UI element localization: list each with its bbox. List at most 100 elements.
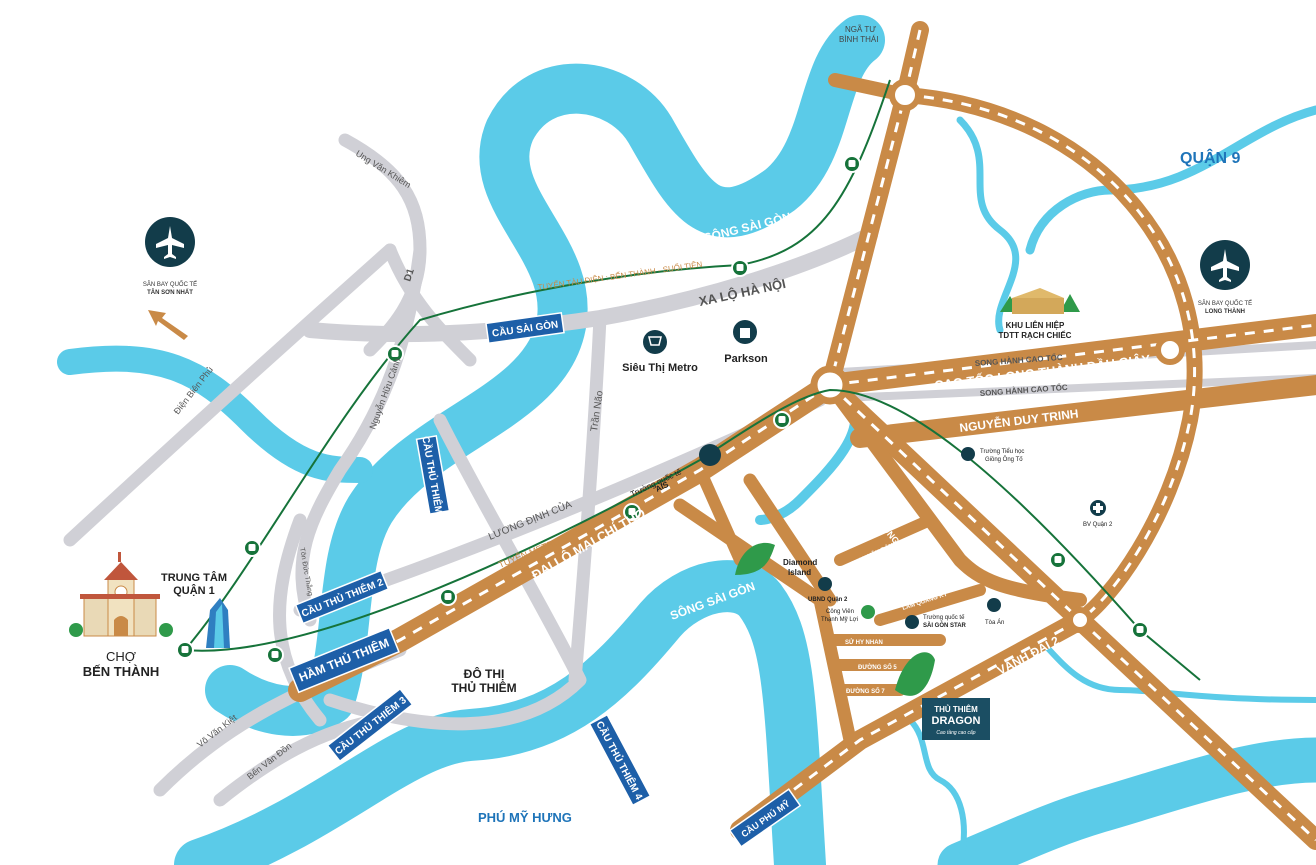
label-cho: CHỢ [106, 649, 136, 664]
label-trung-tam-1: TRUNG TÂM [161, 571, 227, 584]
roundabout-east [1155, 335, 1185, 365]
label-quan-9: QUẬN 9 [1180, 148, 1241, 167]
label-ubnd: UBND Quận 2 [808, 597, 848, 603]
ubnd-icon [818, 577, 832, 591]
airport-label-2: LONG THÀNH [1205, 308, 1245, 315]
sports-complex-icon [1000, 288, 1080, 314]
phan-van-dang-road [834, 514, 936, 566]
metro-line-2 [184, 388, 1201, 681]
label-parkson: Parkson [724, 353, 768, 365]
cross-icon [1093, 503, 1103, 513]
train-glyph [848, 160, 856, 167]
truong-van-bang-road [743, 473, 837, 607]
road-dashes [299, 29, 1316, 842]
train-glyph [181, 646, 189, 653]
saigon-river [174, 560, 826, 865]
dien-bien-phu-road [63, 243, 397, 547]
nguyen-huu-canh-road [295, 243, 427, 627]
saigon-star-icon [905, 615, 919, 629]
label-tieu-hoc-2: Giồng Ông Tố [985, 456, 1023, 463]
ben-thanh-market-icon [69, 552, 173, 637]
metro-supermarket-icon [643, 330, 667, 354]
label-tran-nao: Trần Não [588, 389, 606, 432]
airport-label-1: SÂN BAY QUỐC TẾ [143, 281, 197, 288]
primary-school-icon [961, 447, 975, 461]
green-areas [735, 542, 935, 696]
label-duong-so-7: ĐƯỜNG SỐ 7 [846, 687, 885, 695]
train-glyph [1054, 556, 1062, 563]
pois: Siêu Thị Metro Parkson Trường quốc tế AI… [622, 288, 1113, 629]
diamond-island-leaf [735, 542, 775, 575]
badge-cau-sai-gon: CẦU SÀI GÒN [485, 311, 565, 345]
label-diamond-2: Island [788, 568, 811, 577]
district-1-tower-icon [206, 598, 230, 648]
airplane-icon [156, 226, 184, 259]
airport-label-1: SÂN BAY QUỐC TẾ [1198, 300, 1252, 307]
dragon-tagline: Cao tầng cao cấp [936, 729, 975, 736]
dash-ring [904, 93, 1196, 622]
label-do-thi-2: THỦ THIÊM [451, 680, 516, 695]
cart-icon [648, 336, 662, 346]
song-hanh-south [836, 374, 1316, 402]
court-icon [987, 598, 1001, 612]
label-nga-tu-1: NGÃ TƯ [845, 25, 876, 34]
label-trung-tam-2: QUẬN 1 [173, 584, 215, 597]
label-d1: D1 [402, 267, 417, 283]
metro-line-1 [184, 79, 891, 651]
train-glyph [391, 350, 399, 357]
bag-icon [740, 328, 750, 338]
creek-dragon [907, 717, 967, 865]
thu-thiem-ring [323, 413, 587, 731]
tran-nao-road [568, 311, 607, 687]
label-khu-lien-hiep-1: KHU LIÊN HIỆP [1006, 321, 1065, 330]
label-duong-so-5: ĐƯỜNG SỐ 5 [858, 663, 897, 671]
roundabout-south [1067, 607, 1093, 633]
lam-quang-ky-road [874, 584, 986, 626]
d1-road [383, 243, 477, 367]
label-saigon-star-2: SÀI GÒN STAR [923, 621, 967, 629]
badge-text: CẦU THỦ THIÊM 4 [593, 719, 646, 803]
label-ung-van-khiem: Ung Văn Khiêm [354, 148, 413, 190]
roundabout-binh-thai [889, 79, 921, 111]
diamond-road [694, 464, 746, 566]
badge-cau-thu-thiem-4: CẦU THỦ THIÊM 4 [588, 713, 652, 807]
arrow-icon [148, 310, 188, 340]
creek-north [956, 116, 1020, 334]
creek-sw-east [1037, 637, 1316, 703]
thu-thiem-dragon-logo: THỦ THIÊM DRAGON Cao tầng cao cấp [922, 698, 990, 740]
train-glyph [1136, 626, 1144, 633]
label-bv-quan-2: BV Quận 2 [1083, 522, 1113, 528]
label-ben-thanh: BẾN THÀNH [83, 664, 160, 679]
train-glyph [778, 416, 786, 423]
label-sieu-thi-metro: Siêu Thị Metro [622, 362, 698, 374]
train-glyph [444, 593, 452, 600]
label-toa-an: Tòa Án [985, 619, 1004, 626]
label-dong-van-cong: ĐỒNG VĂN CỐNG [843, 479, 902, 546]
label-khu-lien-hiep-2: TDTT RẠCH CHIẾC [999, 330, 1072, 340]
train-glyph [248, 544, 256, 551]
label-phu-my-hung: PHÚ MỸ HƯNG [478, 810, 572, 825]
roundabout-cat-lai [810, 365, 850, 405]
creek-ne [1025, 105, 1316, 255]
river-southeast [937, 737, 1316, 865]
label-nga-tu-2: BÌNH THÁI [839, 35, 878, 44]
nguyen-duy-trinh-road [850, 375, 1316, 448]
airport-long-thanh: SÂN BAY QUỐC TẾ LONG THÀNH [1198, 240, 1252, 315]
airport-tan-son-nhat: SÂN BAY QUỐC TẾ TÂN SƠN NHẤT [143, 217, 197, 340]
dragon-title-2: DRAGON [932, 715, 981, 727]
dragon-park [895, 652, 935, 696]
airplane-icon [1211, 249, 1239, 282]
dash-cao-toc [829, 323, 1316, 387]
label-tieu-hoc-1: Trường Tiểu học [980, 448, 1024, 455]
metro-stations [176, 155, 1149, 664]
label-cong-vien-2: Thạnh Mỹ Lợi [821, 617, 858, 623]
train-glyph [271, 651, 279, 658]
label-do-thi-1: ĐÔ THỊ [464, 666, 505, 681]
label-cong-vien-1: Công Viên [826, 609, 854, 615]
train-glyph [736, 264, 744, 271]
train-glyph [628, 508, 636, 515]
airport-label-2: TÂN SƠN NHẤT [147, 289, 193, 296]
label-diamond-1: Diamond [783, 558, 817, 567]
label-su-hy-nhan: SỬ HY NHAN [845, 639, 883, 646]
